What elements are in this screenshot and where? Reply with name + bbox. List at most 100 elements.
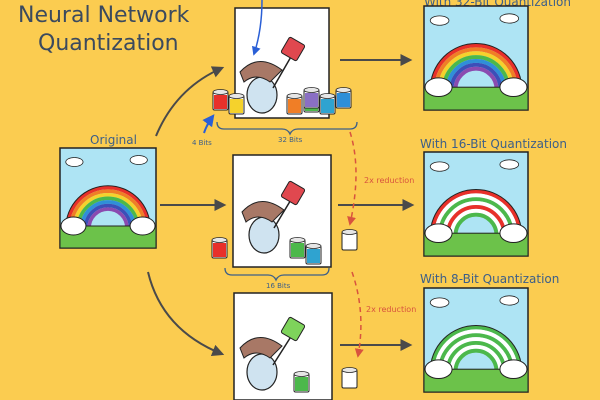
- rainbow-32-band-1: [430, 43, 522, 90]
- painter-character-8: [239, 316, 306, 391]
- rainbow-32-cloud-bottom-2: [499, 77, 528, 98]
- cans-8-can-2-lid: [341, 367, 358, 373]
- cans-32-can-7-paint: [305, 93, 318, 107]
- rainbow-8bit-image: [423, 287, 529, 393]
- cans-16-can-2-lid: [289, 237, 306, 243]
- rainbow-8-cloud-bottom-1: [424, 359, 453, 380]
- rainbow-8-band-6: [449, 345, 503, 372]
- rainbow-32-outline: [429, 42, 523, 90]
- cans-32-can-5-paint: [321, 99, 334, 113]
- cans-32-can-7-lid: [303, 87, 320, 93]
- original-rainbow-band-3: [72, 192, 144, 229]
- painter-character-32: [239, 36, 306, 114]
- rainbow-16-band-3: [438, 197, 514, 236]
- rainbow-16-band-7: [453, 212, 499, 236]
- original-rainbow-band-4: [76, 196, 140, 229]
- rainbow-16-cloud-bottom-1: [424, 223, 453, 244]
- original-rainbow-band-2: [69, 189, 147, 229]
- rainbow-16-band-5: [445, 205, 507, 236]
- paint-cans-32: [212, 87, 352, 115]
- original-rainbow-image: [59, 147, 157, 249]
- cans-16-can-3-lid: [305, 243, 322, 249]
- rainbow-8-band-5: [445, 341, 507, 372]
- rainbow-32-band-7: [453, 66, 499, 90]
- rainbow-16-band-4: [441, 201, 511, 236]
- original-rainbow-cloud-bottom-2: [129, 216, 156, 236]
- rainbow-8-band-4: [441, 337, 511, 372]
- painter-character-16: [241, 180, 306, 254]
- rainbow-32-band-6: [449, 63, 503, 90]
- rainbow-32-band-3: [438, 51, 514, 90]
- rainbow-16-cloud-top-2: [499, 159, 520, 170]
- bits-32-label: 32 Bits: [278, 136, 303, 144]
- rainbow-32-band-5: [445, 59, 507, 90]
- rainbow-16-cloud-top-1: [429, 161, 450, 172]
- cans-8-can-1-lid: [293, 371, 310, 377]
- rainbow-8-band-1: [430, 325, 522, 372]
- cans-32-can-3-paint: [288, 99, 301, 113]
- rainbow-8-outline: [429, 324, 523, 372]
- original-rainbow-band-5: [80, 200, 136, 229]
- cans-32-can-6-lid: [335, 87, 352, 93]
- rainbow-8-cloud-top-2: [499, 295, 520, 306]
- rainbow-32-cloud-bottom-1: [424, 77, 453, 98]
- rainbow-16-band-6: [449, 209, 503, 236]
- original-rainbow-band-6: [83, 203, 133, 229]
- rainbow-8-cloud-top-1: [429, 297, 450, 308]
- rainbow-16-band-2: [434, 193, 518, 236]
- rainbow-8-cloud-bottom-2: [499, 359, 528, 380]
- cans-8-can-1-paint: [295, 377, 308, 391]
- cans-32-can-3-lid: [286, 93, 303, 99]
- bracket-32-bits: [216, 121, 358, 136]
- bits-4-label: 4 Bits: [192, 139, 212, 147]
- rainbow-16bit-image: [423, 151, 529, 257]
- original-rainbow-cloud-top-1: [65, 157, 84, 167]
- cans-8-can-2-paint: [343, 373, 356, 387]
- output-label-32: With 32-Bit Quantization: [424, 0, 571, 9]
- original-rainbow-cloud-bottom-1: [60, 216, 87, 236]
- original-rainbow-band-1: [65, 185, 151, 229]
- rainbow-16-outline: [429, 188, 523, 236]
- rainbow-32bit-image: [423, 5, 529, 111]
- cans-16-can-3-paint: [307, 249, 320, 263]
- paint-cans-16: [211, 229, 358, 265]
- cans-32-can-1-lid: [212, 89, 229, 95]
- cans-32-can-5-lid: [319, 93, 336, 99]
- arrow-original-to-32: [155, 66, 225, 137]
- four-bits-arrow: [202, 114, 215, 134]
- rainbow-16-band-1: [430, 189, 522, 236]
- cans-16-can-2-paint: [291, 243, 304, 257]
- rainbow-32-band-2: [434, 47, 518, 90]
- bracket-16-bits: [224, 267, 330, 282]
- cans-16-can-1-lid: [211, 237, 228, 243]
- original-label: Original: [90, 133, 137, 147]
- reduction-arrow-2: [351, 271, 364, 358]
- cans-16-can-4-lid: [341, 229, 358, 235]
- output-label-16: With 16-Bit Quantization: [420, 137, 567, 151]
- title-line-2: Quantization: [38, 31, 179, 56]
- top-pointer-arrow: [252, 0, 263, 56]
- rainbow-8-band-7: [453, 348, 499, 372]
- paint-cans-8: [293, 367, 358, 393]
- bits-16-label: 16 Bits: [266, 282, 291, 290]
- cans-32-can-1-paint: [214, 95, 227, 109]
- arrow-original-to-8: [147, 271, 225, 357]
- rainbow-8-band-2: [434, 329, 518, 372]
- cans-16-can-1-paint: [213, 243, 226, 257]
- reduction-1-label: 2x reduction: [364, 176, 414, 185]
- cans-16-can-4-paint: [343, 235, 356, 249]
- rainbow-8-band-3: [438, 333, 514, 372]
- rainbow-16-cloud-bottom-2: [499, 223, 528, 244]
- rainbow-32-cloud-top-1: [429, 15, 450, 26]
- reduction-arrow-1: [347, 131, 357, 226]
- output-label-8: With 8-Bit Quantization: [420, 272, 559, 286]
- original-rainbow-outline: [65, 185, 151, 229]
- original-rainbow-cloud-top-2: [129, 155, 148, 165]
- title-line-1: Neural Network: [18, 3, 190, 28]
- cans-32-can-2-lid: [228, 93, 245, 99]
- cans-32-can-2-paint: [230, 99, 243, 113]
- reduction-2-label: 2x reduction: [366, 305, 416, 314]
- cans-32-can-6-paint: [337, 93, 350, 107]
